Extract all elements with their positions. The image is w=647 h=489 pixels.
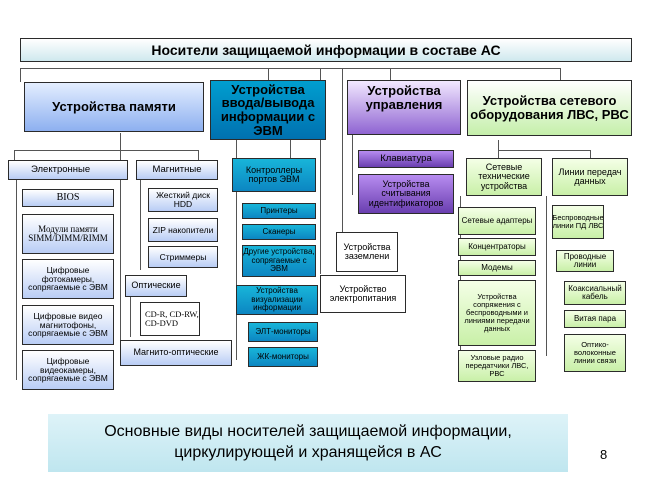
slide-caption: Основные виды носителей защищаемой инфор… bbox=[48, 414, 568, 472]
io-lcd: ЖК-мониторы bbox=[248, 347, 318, 367]
memory-hdd: Жесткий диск HDD bbox=[148, 188, 218, 212]
network-wired: Проводные линии bbox=[556, 250, 614, 272]
network-devices: Сетевые технические устройства bbox=[466, 158, 542, 196]
network-adapters: Сетевые адаптеры bbox=[458, 207, 536, 235]
caption-line-1: Основные виды носителей защищаемой инфор… bbox=[104, 423, 512, 441]
connector-line bbox=[14, 150, 198, 151]
control-keyboard: Клавиатура bbox=[358, 150, 454, 168]
network-coax: Коаксиальный кабель bbox=[564, 281, 626, 305]
memory-magneto-optical: Магнито-оптические bbox=[120, 340, 232, 366]
memory-photo: Цифровые фотокамеры, сопрягаемые с ЭВМ bbox=[22, 259, 114, 299]
io-scanners: Сканеры bbox=[242, 224, 316, 240]
network-wireless: Беспроводные линии ПД ЛВС bbox=[552, 205, 604, 239]
memory-electronic: Электронные bbox=[8, 160, 128, 180]
connector-line bbox=[236, 140, 237, 360]
connector-line bbox=[14, 150, 15, 160]
caption-line-2: циркулирующей и хранящейся в АС bbox=[174, 444, 442, 461]
connector-line bbox=[498, 140, 499, 158]
memory-streamers: Стриммеры bbox=[148, 246, 218, 268]
connector-line bbox=[16, 180, 17, 380]
io-other: Другие устройства, сопрягаемые с ЭВМ bbox=[242, 245, 316, 277]
category-memory: Устройства памяти bbox=[24, 82, 204, 132]
network-lines: Линии передач данных bbox=[552, 158, 628, 196]
category-network: Устройства сетевого оборудования ЛВС, РВ… bbox=[467, 80, 632, 136]
connector-line bbox=[560, 68, 561, 80]
connector-line bbox=[198, 150, 199, 160]
connector-line bbox=[546, 196, 547, 356]
connector-line bbox=[20, 68, 560, 69]
memory-magnetic: Магнитные bbox=[136, 160, 218, 180]
connector-line bbox=[120, 133, 121, 353]
category-control: Устройства управления bbox=[347, 80, 461, 135]
control-power: Устройство электропитания bbox=[320, 275, 406, 313]
connector-line bbox=[20, 68, 21, 82]
io-visual: Устройства визуализации информации bbox=[236, 285, 318, 315]
network-modems: Модемы bbox=[458, 260, 536, 276]
network-radio: Узловые радио передатчики ЛВС, РВС bbox=[458, 350, 536, 382]
connector-line bbox=[290, 140, 291, 158]
diagram-title: Носители защищаемой информации в составе… bbox=[20, 38, 632, 62]
connector-line bbox=[130, 287, 131, 337]
connector-line bbox=[352, 135, 353, 195]
page-number: 8 bbox=[600, 447, 608, 462]
connector-line bbox=[320, 68, 321, 274]
network-concentrators: Концентраторы bbox=[458, 238, 536, 256]
network-fiber: Оптико-волоконные линии связи bbox=[564, 334, 626, 372]
network-interfacing: Устройства сопряжения с беспроводными и … bbox=[458, 280, 536, 346]
memory-cd: CD-R, CD-RW, CD-DVD bbox=[140, 302, 200, 336]
memory-modules: Модули памяти SIMM/DIMM/RIMM bbox=[22, 214, 114, 254]
connector-line bbox=[498, 150, 590, 151]
memory-zip: ZIP накопители bbox=[148, 218, 218, 242]
io-crt: ЭЛТ-мониторы bbox=[248, 322, 318, 342]
control-reader: Устройства считывания идентификаторов bbox=[358, 174, 454, 214]
connector-line bbox=[140, 180, 141, 270]
category-io: Устройства ввода/вывода информации с ЭВМ bbox=[210, 80, 326, 140]
control-grounding: Устройства заземлени bbox=[336, 232, 398, 272]
connector-line bbox=[590, 150, 591, 158]
memory-bios: BIOS bbox=[22, 189, 114, 207]
connector-line bbox=[268, 68, 269, 80]
connector-line bbox=[342, 68, 343, 240]
memory-video-cam: Цифровые видеокамеры, сопрягаемые с ЭВМ bbox=[22, 350, 114, 390]
memory-video-tape: Цифровые видео магнитофоны, сопрягаемые … bbox=[22, 305, 114, 345]
io-controllers: Контроллеры портов ЭВМ bbox=[232, 158, 316, 192]
network-twisted: Витая пара bbox=[564, 310, 626, 328]
memory-optical: Оптические bbox=[125, 275, 187, 297]
io-printers: Принтеры bbox=[242, 203, 316, 219]
connector-line bbox=[390, 68, 391, 80]
